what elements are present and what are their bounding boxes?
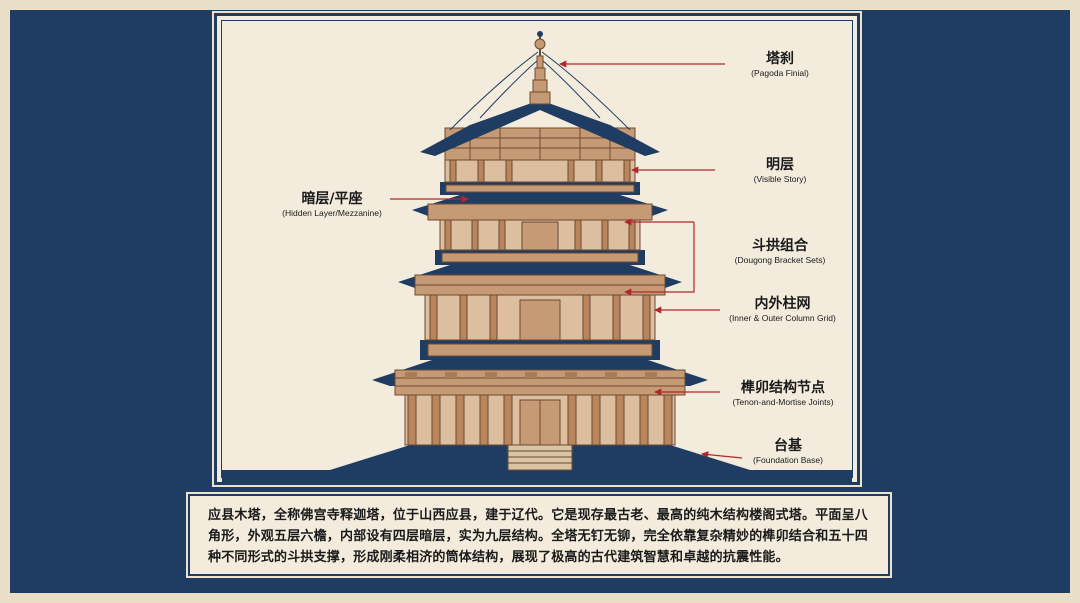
description-box: 应县木塔，全称佛宫寺释迦塔，位于山西应县，建于辽代。它是现存最古老、最高的纯木结…	[186, 492, 892, 578]
finial	[529, 31, 551, 105]
label-en: (Visible Story)	[753, 174, 807, 184]
label-en: (Dougong Bracket Sets)	[734, 255, 826, 265]
label-visible-story: 明层 (Visible Story)	[735, 156, 825, 185]
label-foundation: 台基 (Foundation Base)	[738, 437, 838, 466]
ground-band	[222, 470, 852, 482]
label-en: (Inner & Outer Column Grid)	[729, 313, 836, 323]
finial-chains	[449, 51, 631, 131]
label-pagoda-finial: 塔刹 (Pagoda Finial)	[735, 50, 825, 79]
label-cn: 明层	[766, 157, 794, 173]
leader-lines	[390, 60, 743, 459]
label-column-grid: 内外柱网 (Inner & Outer Column Grid)	[715, 295, 850, 324]
label-tenon-mortise: 榫卯结构节点 (Tenon-and-Mortise Joints)	[718, 379, 848, 408]
label-en: (Hidden Layer/Mezzanine)	[282, 208, 382, 218]
label-cn: 台基	[774, 438, 802, 454]
description-text: 应县木塔，全称佛宫寺释迦塔，位于山西应县，建于辽代。它是现存最古老、最高的纯木结…	[208, 508, 869, 565]
label-cn: 暗层/平座	[301, 191, 363, 207]
label-cn: 塔刹	[766, 51, 794, 67]
label-hidden-layer: 暗层/平座 (Hidden Layer/Mezzanine)	[262, 190, 402, 219]
label-cn: 斗拱组合	[752, 238, 808, 254]
label-en: (Pagoda Finial)	[751, 68, 809, 78]
label-en: (Tenon-and-Mortise Joints)	[732, 397, 834, 407]
label-en: (Foundation Base)	[753, 455, 823, 465]
floor-1-brackets	[394, 369, 686, 396]
floor-4-wall	[444, 159, 636, 183]
label-cn: 榫卯结构节点	[741, 380, 825, 396]
top-roof	[420, 100, 660, 156]
label-cn: 内外柱网	[754, 296, 811, 312]
label-dougong: 斗拱组合 (Dougong Bracket Sets)	[720, 237, 840, 266]
